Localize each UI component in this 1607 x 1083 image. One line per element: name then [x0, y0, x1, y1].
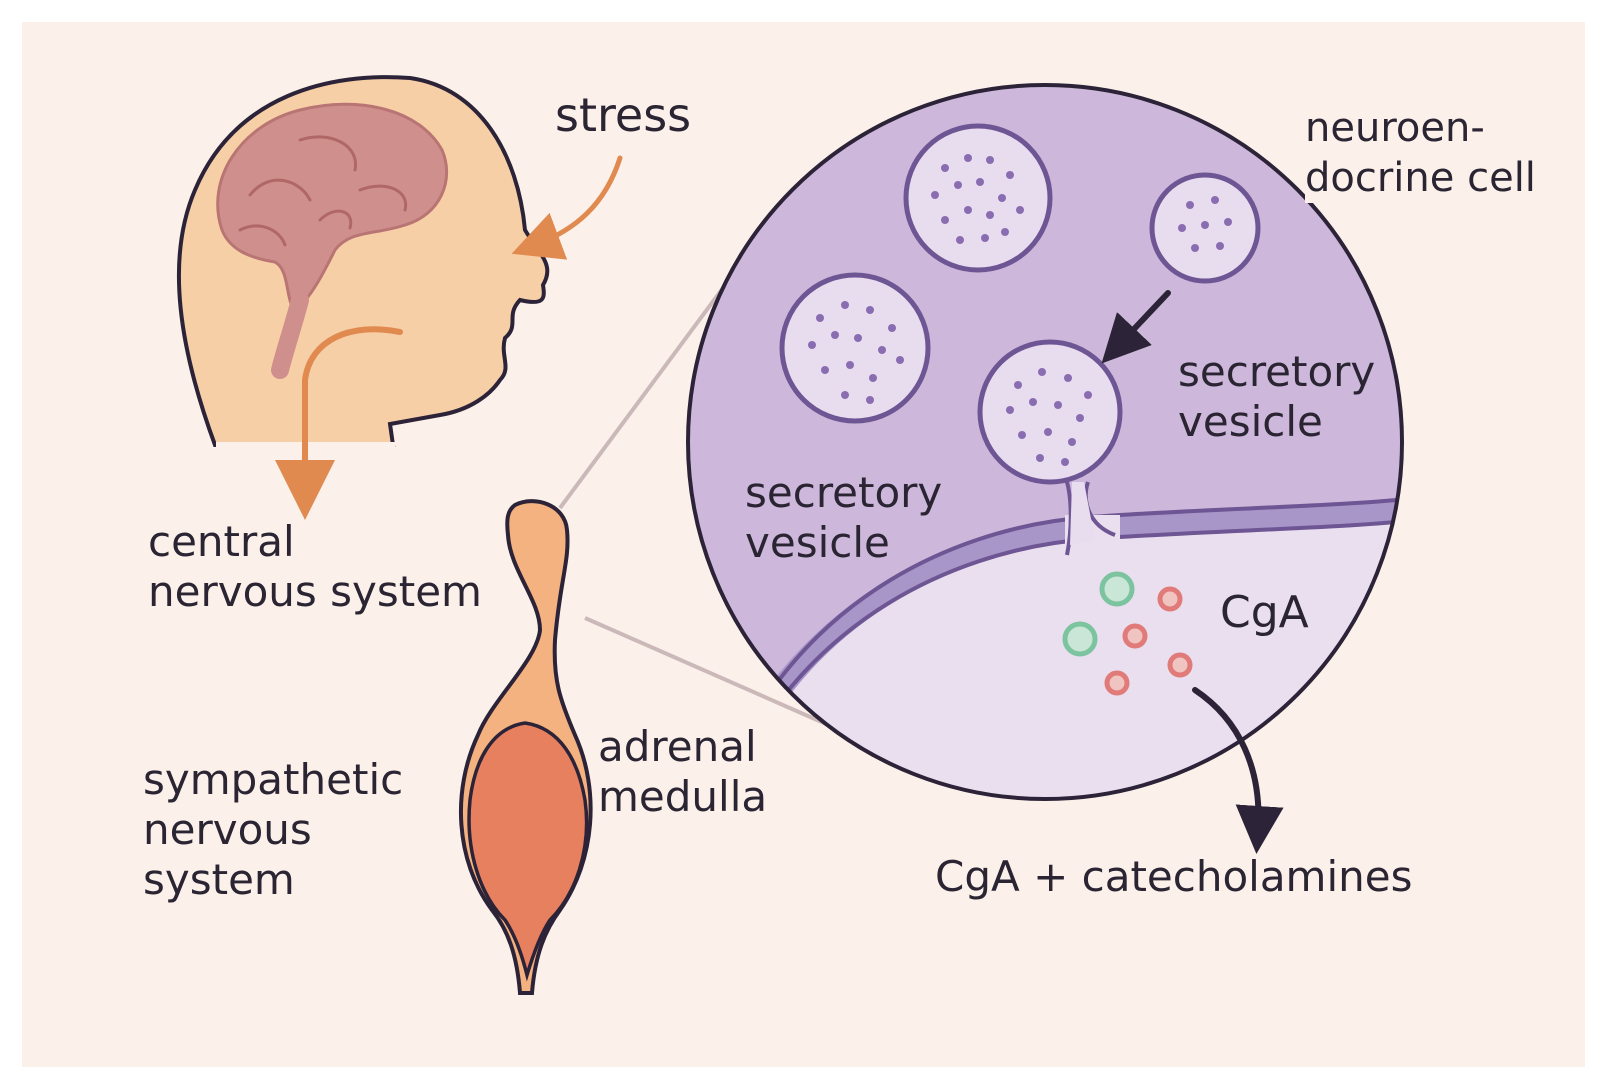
stress-arrow — [511, 155, 623, 260]
secretory-vesicle — [1149, 172, 1261, 284]
secretory-vesicle — [779, 272, 931, 424]
zoom-line-bottom — [584, 616, 859, 740]
docking-secretory-vesicle — [977, 339, 1123, 485]
cga-granules — [1062, 571, 1193, 696]
neuroendocrine-cell-label: neuroen- docrine cell — [1305, 103, 1536, 203]
zoom-line-top — [558, 263, 742, 510]
adrenal-medulla-label: adrenal medulla — [598, 722, 768, 821]
secretory-vesicle-label-left: secretory vesicle — [745, 468, 943, 567]
output-label: CgA + catecholamines — [935, 852, 1413, 901]
secretory-vesicle-label-right: secretory vesicle — [1178, 347, 1376, 446]
vesicle-transport-arrow — [1101, 290, 1171, 364]
secretory-vesicle — [903, 123, 1053, 273]
release-arrow — [1192, 687, 1284, 854]
central-nervous-system-label: central nervous system — [148, 517, 482, 616]
cell-membrane-outline — [686, 83, 1404, 801]
cns-arrow — [275, 326, 403, 520]
cga-label: CgA — [1220, 587, 1309, 638]
adrenal-gland-illustration — [458, 499, 593, 995]
stress-label: stress — [555, 88, 692, 142]
adrenal-medulla-region — [467, 721, 589, 982]
brain-icon — [216, 102, 449, 379]
sympathetic-nervous-system-label: sympathetic nervous system — [143, 755, 404, 904]
